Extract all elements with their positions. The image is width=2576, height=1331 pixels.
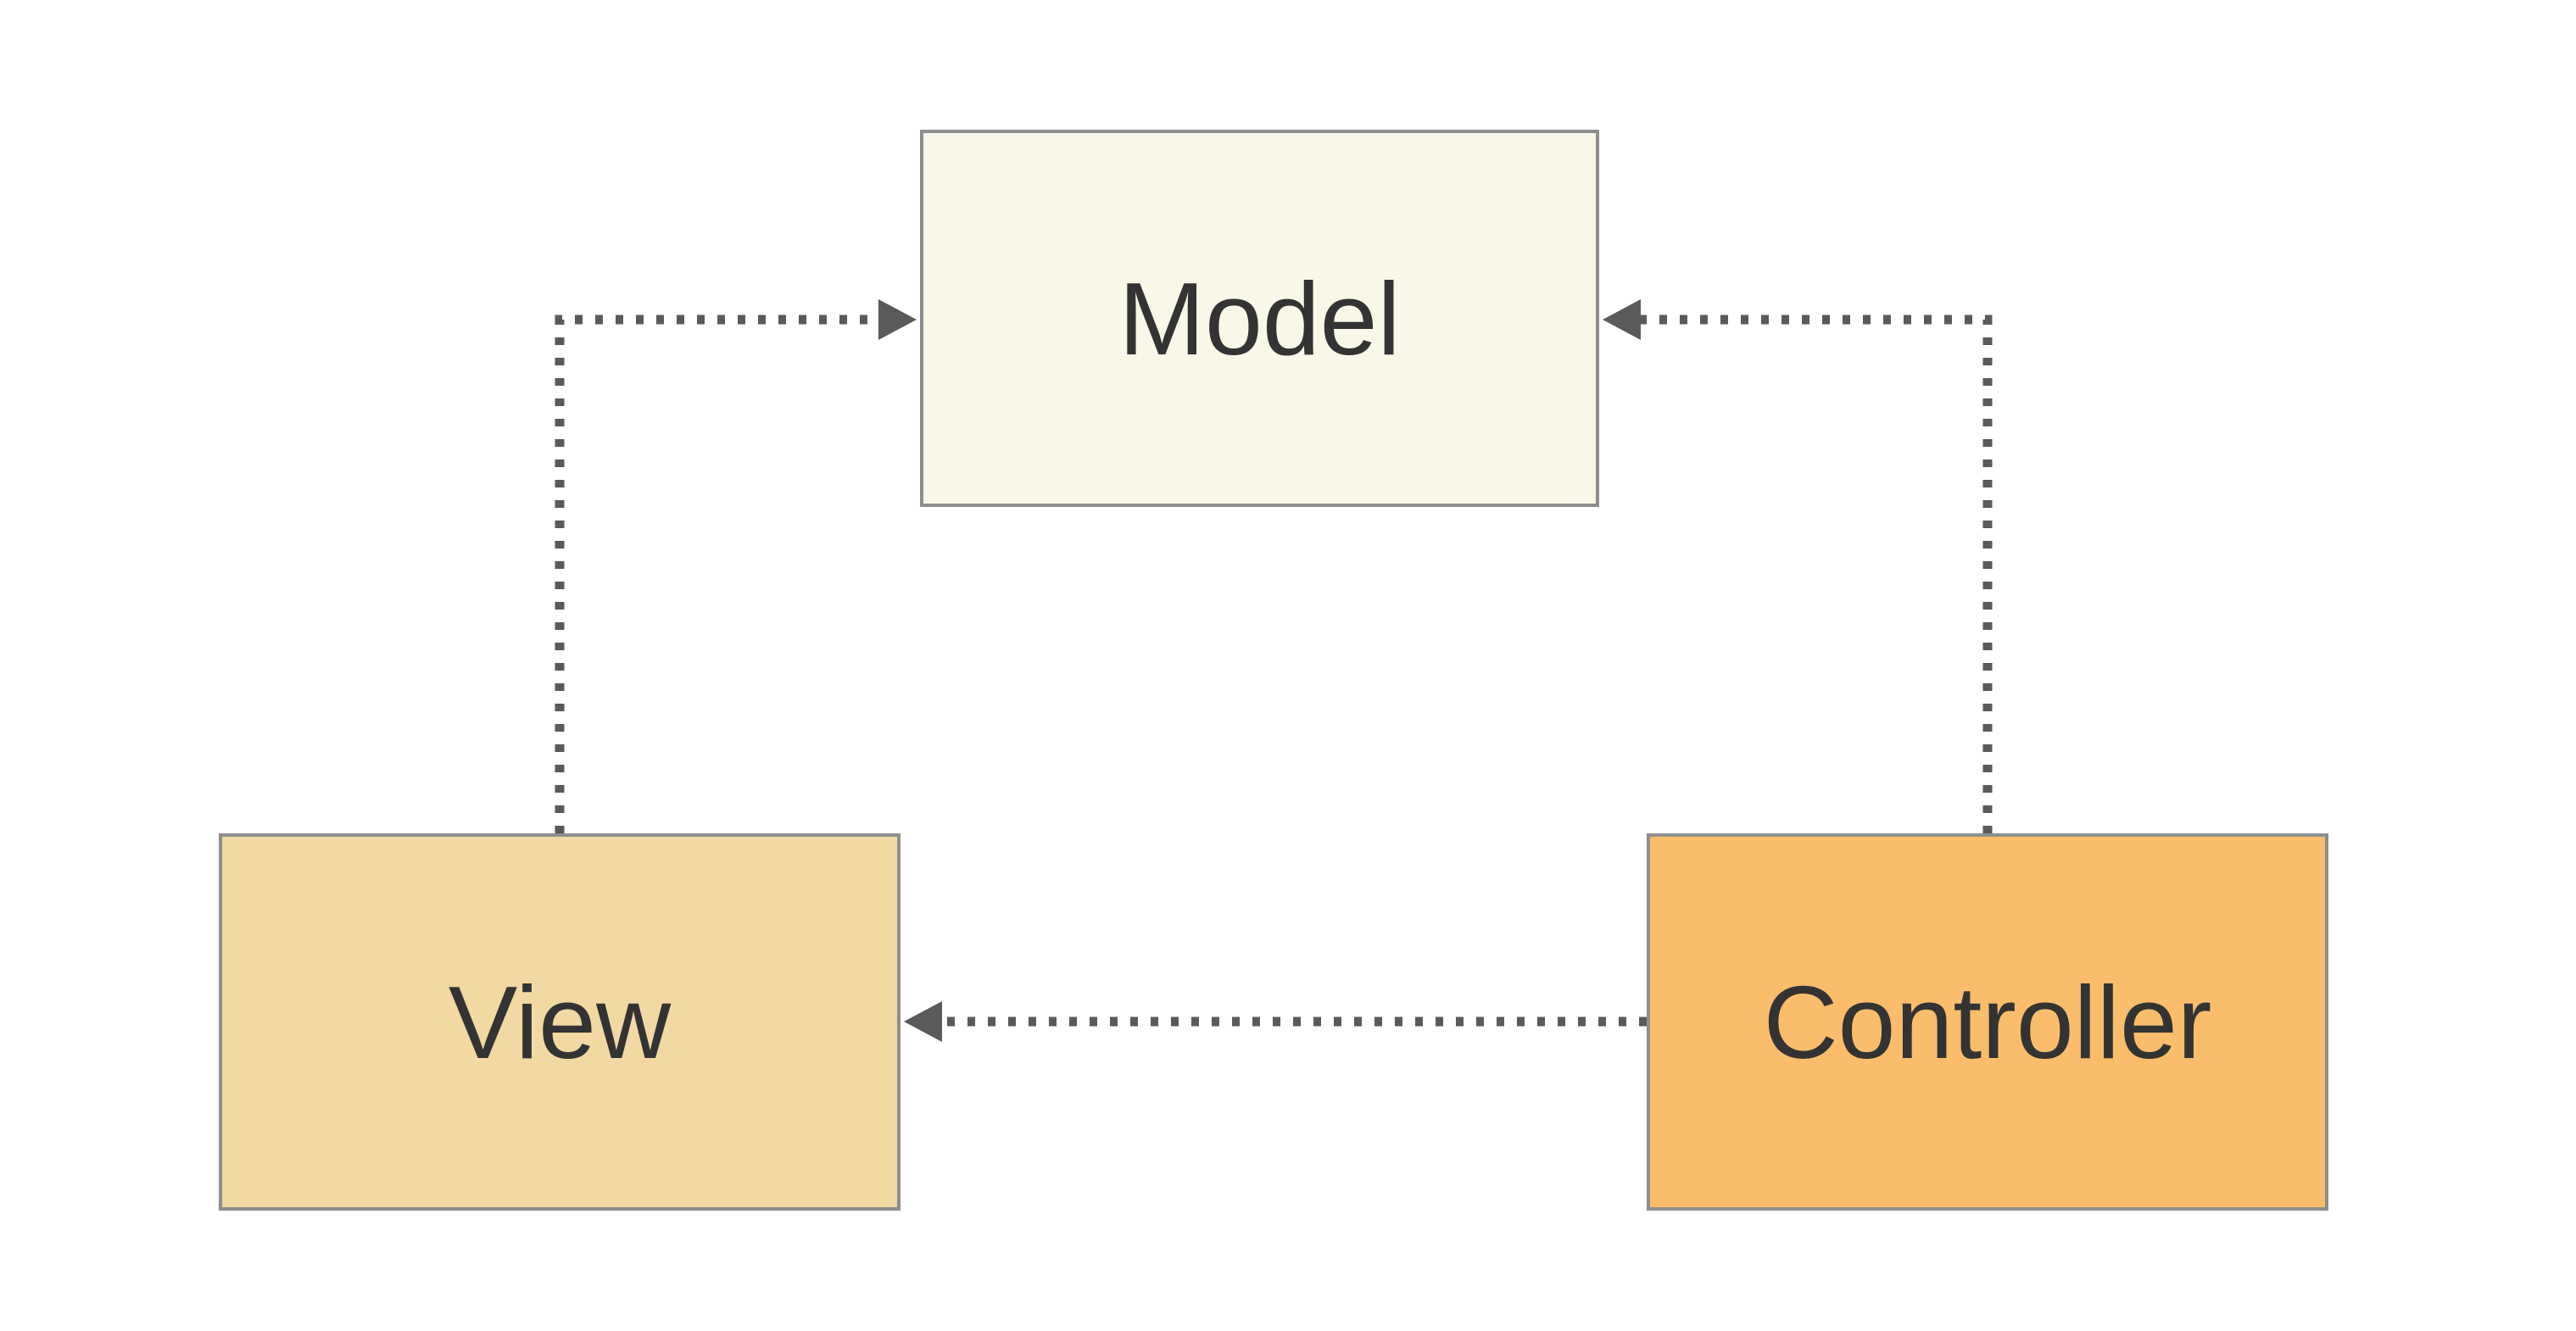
edge-controller-to-view — [904, 1001, 1647, 1042]
node-model: Model — [920, 130, 1599, 507]
edge-controller-to-model — [1603, 299, 1993, 833]
edge-view-to-model — [555, 299, 917, 833]
arrowhead-into-model-left — [878, 299, 917, 340]
node-model-label: Model — [1118, 260, 1401, 376]
arrowhead-into-model-right — [1603, 299, 1641, 340]
node-view: View — [219, 833, 900, 1211]
node-controller: Controller — [1647, 833, 2328, 1211]
arrowhead-into-view-right — [904, 1001, 942, 1042]
node-controller-label: Controller — [1763, 964, 2212, 1080]
node-view-label: View — [448, 964, 672, 1080]
